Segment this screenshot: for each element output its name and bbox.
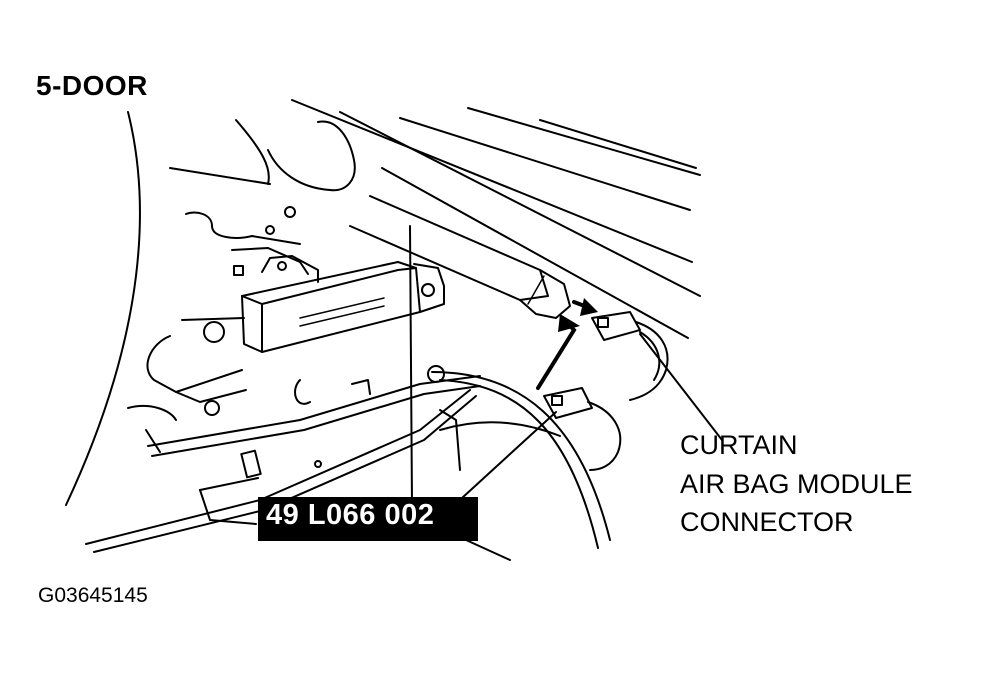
lower-panel: [199, 489, 257, 525]
bracket-flange: [413, 263, 445, 313]
connector-callout-leader: [639, 333, 723, 441]
part-number-leader: [461, 411, 557, 499]
air-bag-cable: [431, 371, 611, 541]
connector-lower-wire: [587, 401, 622, 471]
roof-rail-line: [381, 167, 689, 339]
panel-edge: [145, 429, 161, 453]
part-number-box: [258, 497, 478, 541]
roof-panel-line: [467, 107, 701, 176]
bracket-body: [241, 261, 421, 353]
mount-hole: [265, 225, 275, 235]
bracket-bolt-hole: [421, 283, 435, 297]
body-panel-outline: [231, 247, 309, 275]
wire-harness: [151, 385, 481, 457]
callout-line-1: CURTAIN: [680, 430, 798, 460]
part-number-leader: [465, 539, 511, 561]
mount-hole: [203, 321, 225, 343]
mount-hole: [204, 400, 220, 416]
lower-panel: [294, 379, 311, 405]
part-number-label: 49 L066 002: [266, 499, 435, 531]
bracket-tab: [261, 255, 319, 283]
bracket-slot: [299, 305, 385, 327]
clip-square: [233, 265, 244, 276]
panel-edge: [181, 317, 245, 321]
wire-harness: [93, 395, 477, 553]
connect-arrow-shaft: [536, 322, 577, 390]
lower-panel: [199, 477, 259, 491]
callout-line-2: AIR BAG MODULE: [680, 469, 913, 499]
roof-rail-line: [339, 111, 701, 297]
figure-id: G03645145: [38, 584, 148, 607]
mount-hole: [284, 206, 296, 218]
harness-loop: [146, 335, 243, 393]
connector-upper: [591, 311, 641, 341]
harness-loop: [175, 389, 247, 403]
harness-clip: [351, 379, 371, 395]
pillar-edge: [169, 167, 271, 185]
air-bag-cable: [439, 379, 599, 549]
harness-grommet: [427, 365, 445, 383]
connector-upper-latch: [597, 317, 609, 328]
bracket-bolt-hole: [277, 261, 287, 271]
connector-upper-wire: [639, 331, 661, 381]
roof-rail-line: [291, 99, 693, 263]
pillar-edge: [409, 225, 413, 505]
inflator-tip: [519, 269, 571, 319]
wire-harness: [85, 389, 471, 545]
roof-panel-line: [399, 117, 691, 211]
connector-upper-wire: [629, 321, 669, 401]
connector-lower: [543, 387, 593, 419]
inflator-tube: [349, 195, 549, 301]
move-arrow-head: [580, 298, 598, 316]
connector-lower-latch: [551, 395, 563, 406]
mount-hole: [314, 460, 322, 468]
bracket-body: [241, 267, 417, 305]
harness-clip: [240, 449, 262, 479]
panel-edge: [127, 404, 177, 421]
bracket-slot: [299, 297, 385, 319]
inflator-ring: [527, 275, 545, 305]
roof-panel-line: [539, 119, 697, 169]
pillar-edge: [235, 119, 270, 185]
connect-arrow-head: [558, 314, 580, 332]
title-leader-line: [65, 111, 141, 506]
pillar-hook: [267, 120, 356, 192]
body-panel-outline: [185, 211, 301, 245]
callout-line-3: CONNECTOR: [680, 507, 854, 537]
lower-panel: [439, 409, 461, 471]
diagram-title: 5-DOOR: [36, 70, 148, 101]
pillar-edge: [439, 421, 561, 437]
